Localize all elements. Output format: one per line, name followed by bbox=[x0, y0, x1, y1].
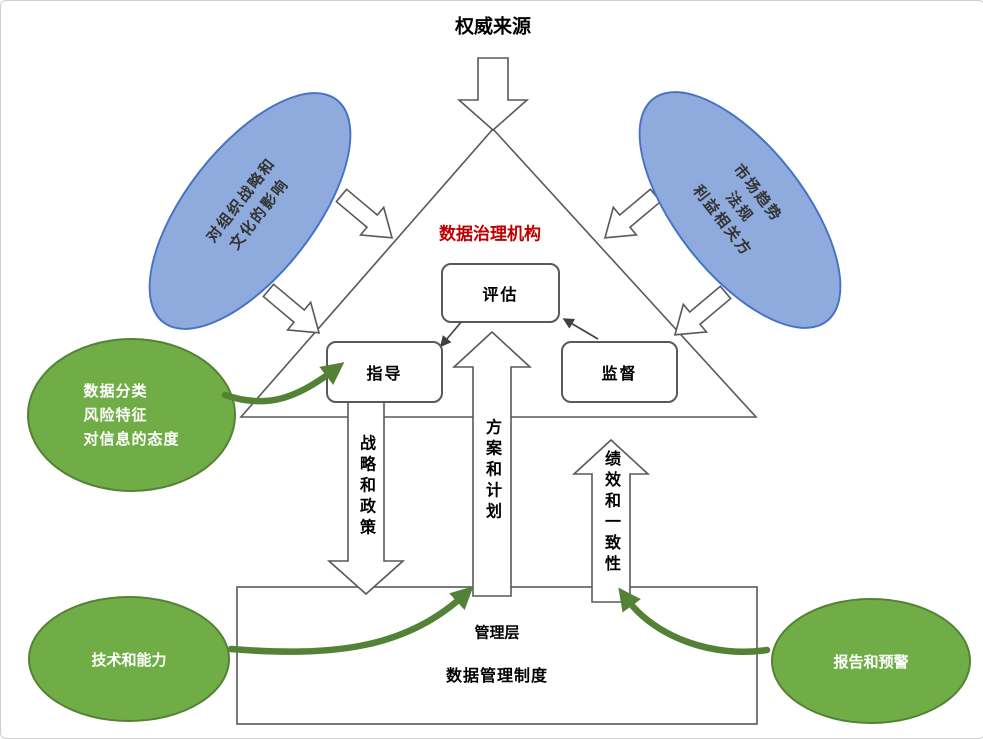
influence-arrow-upper-left-1 bbox=[335, 188, 394, 239]
strategy-flow-label: 战略和政策 bbox=[357, 434, 376, 540]
data-profile-to-guide-arrow bbox=[221, 362, 345, 405]
plan-flow-label: 方案和计划 bbox=[483, 418, 502, 524]
report-alert-label: 报告和预警 bbox=[833, 652, 909, 671]
tech-capability-label: 技术和能力 bbox=[91, 650, 167, 669]
page-title: 权威来源 bbox=[454, 15, 532, 38]
data-management-system-label: 数据管理制度 bbox=[445, 666, 549, 685]
supervise-label: 监督 bbox=[601, 364, 638, 383]
evaluate-label: 评估 bbox=[482, 285, 519, 304]
authority-down-arrow bbox=[456, 57, 530, 132]
guide-box: 指导 bbox=[326, 341, 443, 403]
management-layer-label: 管理层 bbox=[474, 623, 520, 642]
evaluate-box: 评估 bbox=[441, 263, 560, 323]
supervise-box: 监督 bbox=[561, 341, 678, 403]
guide-label: 指导 bbox=[366, 364, 403, 383]
report-to-management-arrow bbox=[618, 587, 771, 656]
performance-flow-label: 绩效和一致性 bbox=[602, 450, 621, 576]
evaluate-to-guide-arrow bbox=[439, 320, 463, 348]
report-alert-ellipse: 报告和预警 bbox=[771, 598, 971, 724]
supervise-to-evaluate-arrow bbox=[562, 318, 599, 340]
governance-body-label: 数据治理机构 bbox=[439, 224, 541, 245]
data-profile-label: 数据分类 风险特征 对信息的态度 bbox=[83, 382, 180, 448]
tech-to-management-arrow bbox=[227, 586, 474, 655]
data-profile-ellipse: 数据分类 风险特征 对信息的态度 bbox=[27, 338, 236, 492]
management-rectangle bbox=[236, 586, 758, 725]
tech-capability-ellipse: 技术和能力 bbox=[28, 596, 230, 722]
